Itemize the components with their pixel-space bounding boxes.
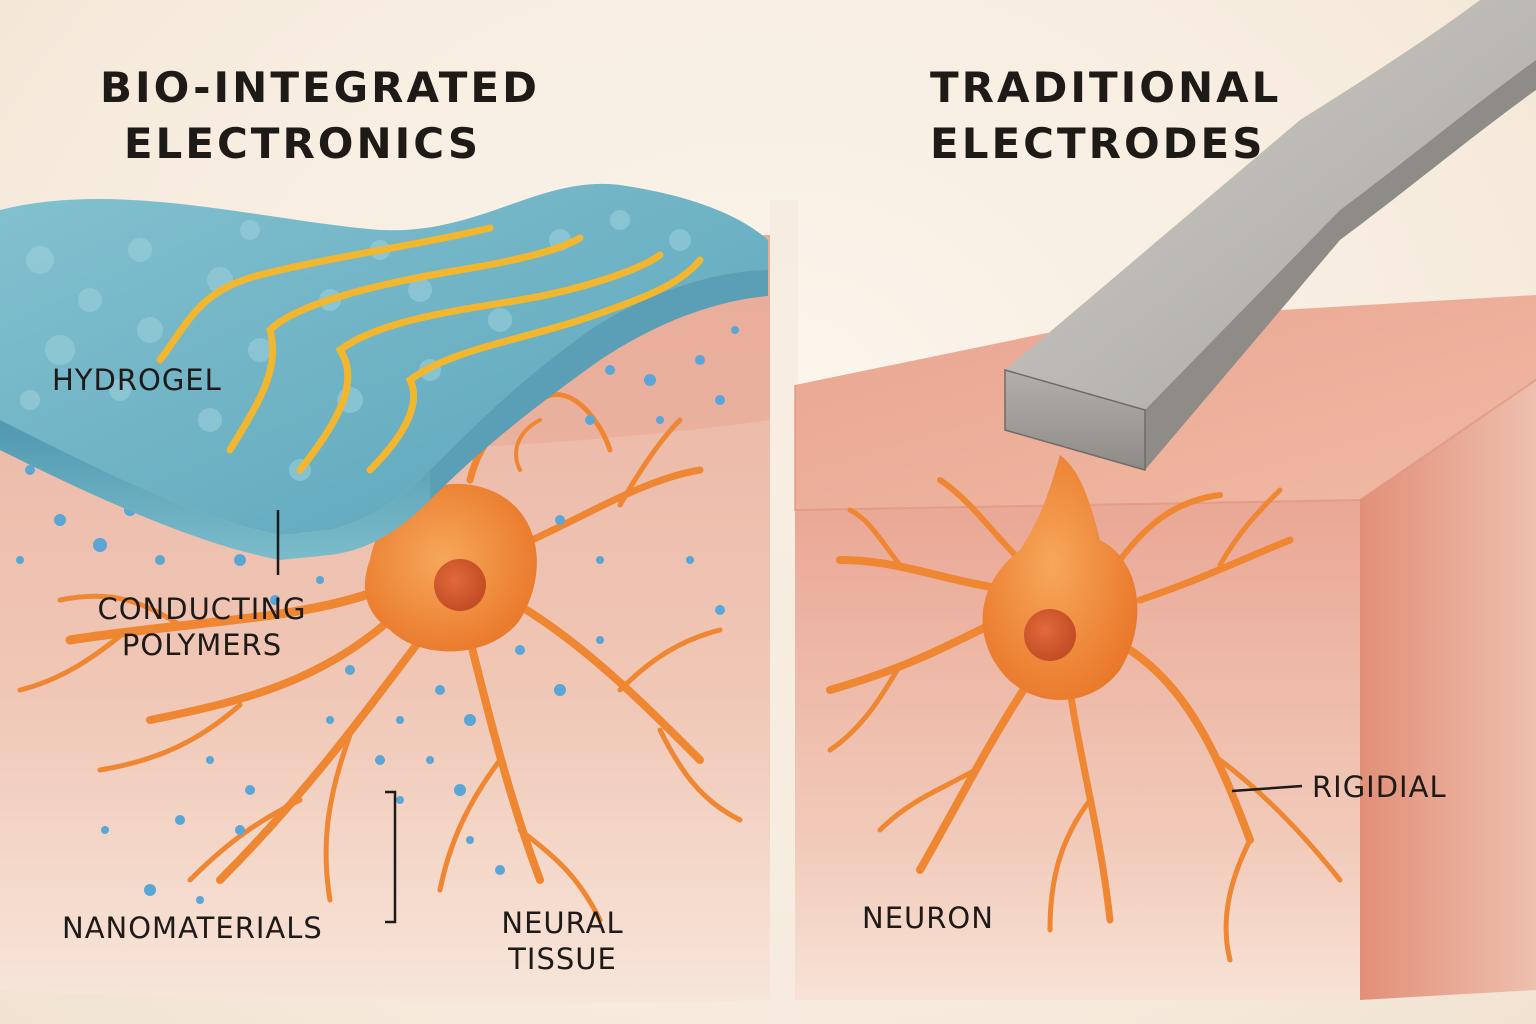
panel-divider — [770, 200, 798, 1024]
label-conducting-polymers: CONDUCTING POLYMERS — [72, 591, 332, 663]
label-neural-tissue-line-2: TISSUE — [508, 942, 617, 976]
label-neuron: NEURON — [862, 901, 994, 935]
label-conducting-polymers-line-1: CONDUCTING — [97, 592, 307, 626]
title-right-line-1: TRADITIONAL — [930, 63, 1282, 112]
leader-lines-right — [1231, 784, 1303, 793]
leader-lines-left — [276, 510, 397, 924]
label-conducting-polymers-line-2: POLYMERS — [121, 628, 283, 662]
title-left-line-2: ELECTRONICS — [123, 119, 482, 168]
rigid-electrode — [1004, 0, 1536, 471]
label-hydrogel: HYDROGEL — [52, 363, 222, 397]
title-bio-integrated-electronics: BIO-INTEGRATED ELECTRONICS — [100, 60, 540, 172]
neuron-soma-left — [364, 483, 537, 652]
title-right-line-2: ELECTRODES — [930, 119, 1266, 168]
label-rigidial: RIGIDIAL — [1312, 770, 1447, 804]
label-nanomaterials: NANOMATERIALS — [62, 911, 323, 945]
title-traditional-electrodes: TRADITIONAL ELECTRODES — [930, 60, 1282, 172]
title-left-line-1: BIO-INTEGRATED — [100, 63, 540, 112]
neuron-soma-right — [982, 455, 1138, 700]
label-neural-tissue-line-1: NEURAL — [501, 906, 624, 940]
neuron-dendrites-right — [826, 477, 1343, 963]
conducting-polymer-traces — [156, 224, 704, 474]
label-neural-tissue: NEURAL TISSUE — [490, 905, 635, 977]
